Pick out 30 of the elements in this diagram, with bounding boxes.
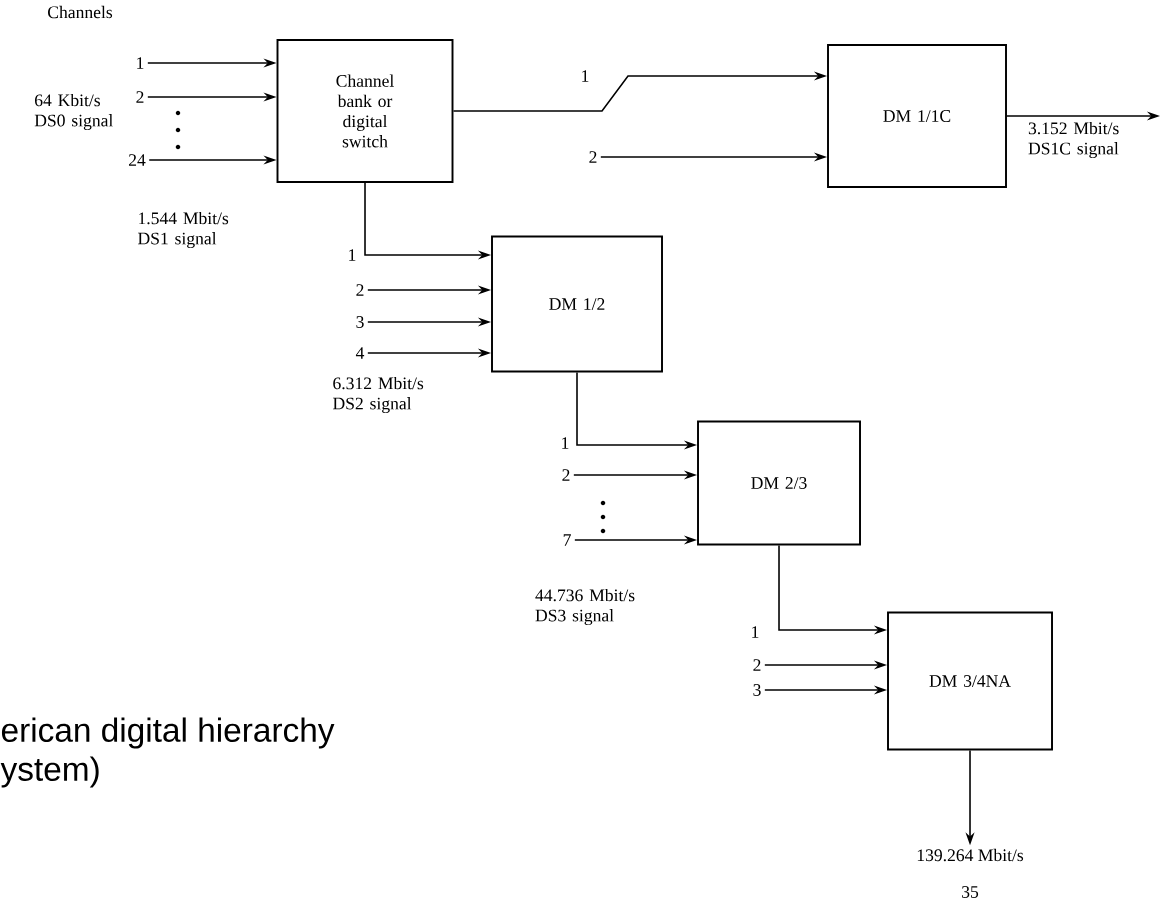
- edge-label: 1: [562, 437, 569, 449]
- multiplexer-box: DM 1/2: [491, 235, 663, 373]
- channel-number: 3: [753, 684, 761, 696]
- channel-number: 3: [356, 316, 364, 328]
- caption-text: ystem): [0, 756, 99, 788]
- channel-number: 2: [562, 469, 570, 481]
- channel-number: 1: [137, 57, 144, 69]
- channel-number: 2: [589, 151, 597, 163]
- rate-label: 64 Kbit/s DS0 signal: [34, 93, 113, 131]
- multiplexer-box: Channel bank or digital switch: [276, 39, 454, 183]
- rate-label: 3.152 Mbit/s DS1C signal: [1028, 121, 1119, 159]
- multiplexer-box: DM 1/1C: [827, 44, 1007, 188]
- channel-number: 2: [136, 91, 144, 103]
- rate-label: 44.736 Mbit/s DS3 signal: [535, 588, 635, 626]
- caption-text: erican digital hierarchy: [1, 717, 335, 749]
- page-number: 35: [962, 886, 979, 898]
- rate-label: 1.544 Mbit/s DS1 signal: [138, 211, 229, 249]
- channel-number: 7: [563, 534, 571, 546]
- channel-number: 4: [355, 347, 365, 359]
- rate-label: 6.312 Mbit/s DS2 signal: [333, 376, 424, 414]
- heading: Channels: [48, 5, 113, 19]
- channel-number: 2: [753, 659, 761, 671]
- multiplexer-box: DM 3/4NA: [887, 611, 1053, 751]
- edge-label: 1: [582, 70, 589, 82]
- edge-label: 1: [349, 249, 356, 261]
- edge-label: 1: [752, 626, 759, 638]
- multiplexer-box: DM 2/3: [697, 420, 861, 546]
- channel-number: 2: [356, 284, 364, 296]
- channel-number: 24: [129, 154, 146, 166]
- rate-label: 139.264 Mbit/s: [917, 848, 1024, 862]
